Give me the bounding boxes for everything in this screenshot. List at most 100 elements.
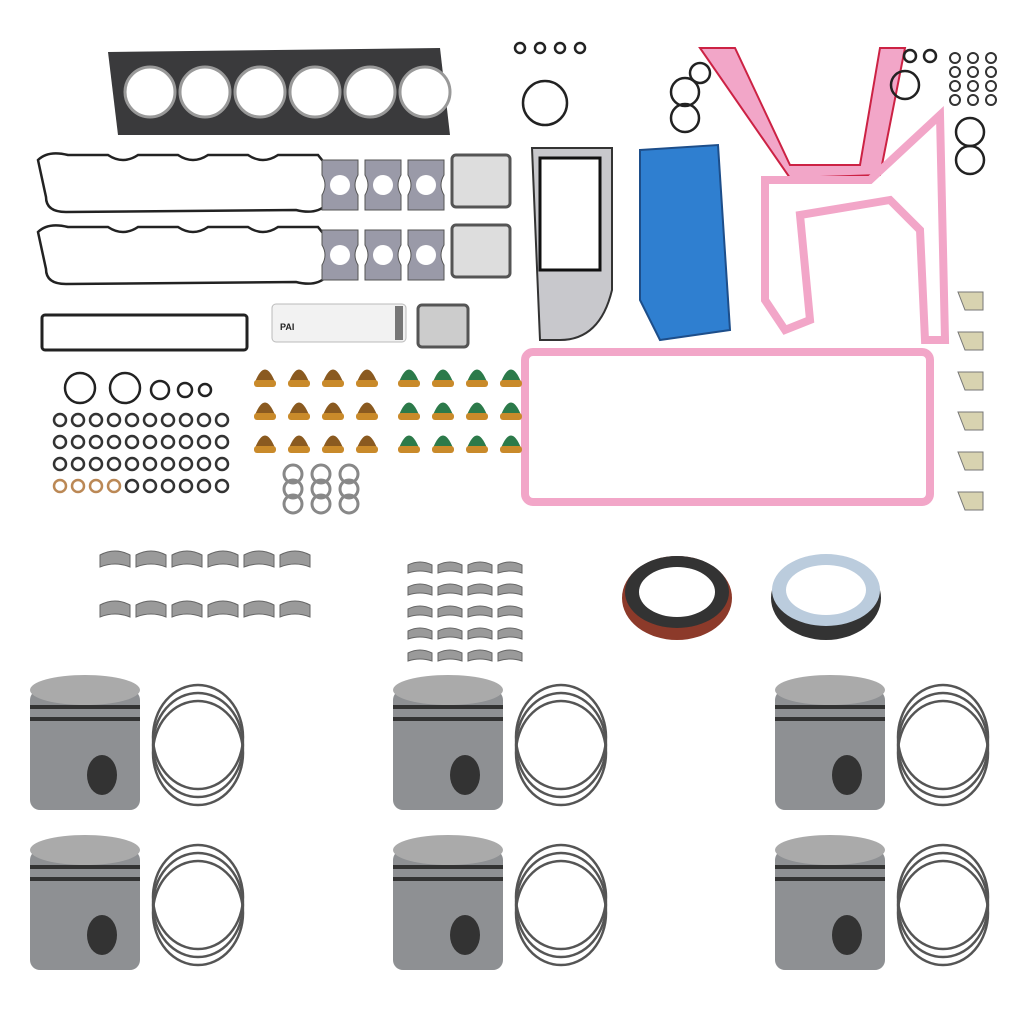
piston-ring: [151, 859, 245, 967]
o-ring: [338, 463, 360, 485]
nozzle-clip: [957, 331, 984, 351]
o-ring: [338, 478, 360, 500]
valve-stem-seal: [289, 402, 309, 415]
cylinder-bore: [288, 65, 342, 119]
exhaust-port: [416, 245, 436, 265]
valve-seal-base: [322, 446, 344, 453]
piston-ring: [896, 859, 990, 967]
o-ring: [106, 434, 122, 450]
rod-bearing: [135, 600, 167, 618]
o-ring: [282, 493, 304, 515]
piston-assembly: [393, 835, 608, 970]
wrist-pin-bore: [450, 915, 480, 955]
valve-seal-base: [500, 380, 522, 387]
main-bearing: [497, 627, 523, 640]
ring-groove: [775, 705, 885, 709]
o-ring: [282, 478, 304, 500]
valve-stem-seal: [399, 369, 419, 382]
o-ring: [985, 52, 997, 64]
exhaust-port: [416, 175, 436, 195]
o-ring: [196, 456, 212, 472]
turbo-gasket-1: [450, 153, 512, 209]
o-ring: [214, 456, 230, 472]
front-main-seal: [771, 554, 881, 640]
o-ring: [142, 478, 158, 494]
o-ring: [178, 434, 194, 450]
valve-stem-seal: [357, 402, 377, 415]
o-ring: [70, 434, 86, 450]
piston-crown: [393, 835, 503, 865]
rod-bearing: [279, 550, 311, 568]
rod-bearing: [171, 550, 203, 568]
main-bearing: [467, 627, 493, 640]
o-ring: [949, 66, 961, 78]
rod-bearing: [243, 550, 275, 568]
rod-bearing: [207, 600, 239, 618]
pistons: [30, 675, 990, 970]
o-ring: [178, 478, 194, 494]
valve-seal-base: [254, 446, 276, 453]
valve-seal-base: [288, 413, 310, 420]
valve-stem-seal: [357, 369, 377, 382]
valve-seal-base: [500, 413, 522, 420]
piston-ring: [151, 699, 245, 807]
piston-ring: [896, 851, 990, 959]
piston-ring: [514, 851, 608, 959]
valve-seal-base: [398, 380, 420, 387]
nozzle-clip: [957, 491, 984, 511]
piston-ring: [514, 699, 608, 807]
piston-ring: [151, 851, 245, 959]
o-ring: [338, 493, 360, 515]
ring-groove: [393, 877, 503, 881]
o-ring: [88, 412, 104, 428]
o-ring: [142, 456, 158, 472]
main-bearing: [467, 561, 493, 574]
valve-stem-seal: [289, 369, 309, 382]
piston-ring: [514, 859, 608, 967]
intake-gasket: [40, 313, 249, 352]
ring-groove: [393, 705, 503, 709]
piston-ring: [896, 699, 990, 807]
o-ring: [52, 478, 68, 494]
oil-pan-gasket: [521, 348, 934, 506]
o-ring: [106, 412, 122, 428]
cylinder-bore: [123, 65, 177, 119]
o-ring: [106, 478, 122, 494]
main-bearing: [437, 561, 463, 574]
valve-stem-seal: [255, 435, 275, 448]
valve-stem-seal: [467, 369, 487, 382]
valve-stem-seal: [399, 402, 419, 415]
valve-seal-base: [398, 446, 420, 453]
piston-crown: [775, 835, 885, 865]
cylinder-head-gasket: [108, 48, 452, 135]
ring-groove: [393, 717, 503, 721]
main-bearing: [437, 649, 463, 662]
o-ring: [949, 52, 961, 64]
main-bearing: [407, 605, 433, 618]
o-ring: [967, 94, 979, 106]
valve-stem-seal: [323, 402, 343, 415]
o-ring: [573, 41, 587, 55]
o-ring: [310, 478, 332, 500]
piston-assembly: [775, 835, 990, 970]
rod-bearing: [243, 600, 275, 618]
valve-stem-seal: [467, 435, 487, 448]
piston-cooling-nozzle-clips: [957, 291, 984, 511]
piston-assembly: [30, 675, 245, 810]
main-bearing: [467, 605, 493, 618]
o-ring: [196, 412, 212, 428]
o-ring: [954, 144, 986, 176]
main-bearing: [437, 605, 463, 618]
ring-groove: [30, 705, 140, 709]
valve-seal-base: [288, 380, 310, 387]
valve-seal-base: [432, 380, 454, 387]
rod-bearing: [99, 550, 131, 568]
piston-crown: [30, 835, 140, 865]
o-ring: [142, 434, 158, 450]
valve-seal-base: [356, 446, 378, 453]
wrist-pin-bore: [832, 755, 862, 795]
ring-groove: [775, 877, 885, 881]
valve-stem-seal: [323, 435, 343, 448]
o-ring: [52, 456, 68, 472]
